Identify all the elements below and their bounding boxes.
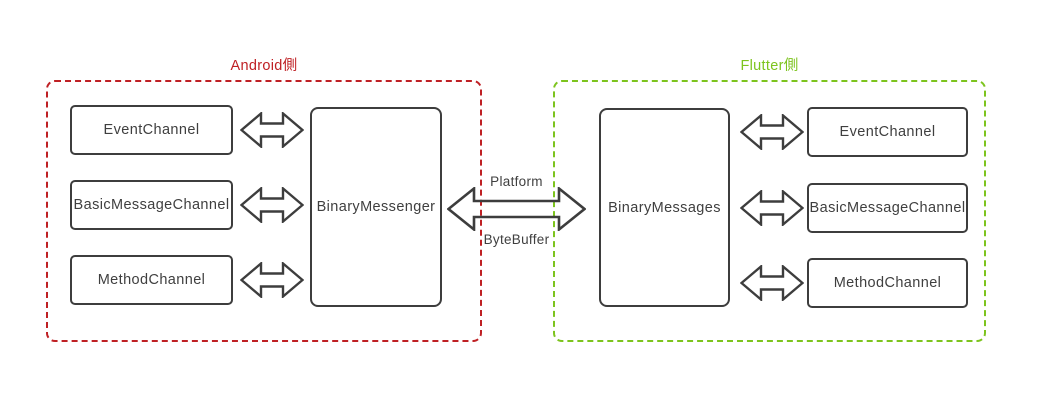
node-methodchannel-android: MethodChannel bbox=[70, 255, 233, 305]
node-eventchannel-android: EventChannel bbox=[70, 105, 233, 155]
node-binarymessages: BinaryMessages bbox=[599, 108, 730, 307]
node-basicmessagechannel-android: BasicMessageChannel bbox=[70, 180, 233, 230]
double-arrow-icon bbox=[740, 190, 804, 226]
android-region bbox=[46, 80, 482, 342]
bridge-label-bytebuffer: ByteBuffer bbox=[483, 232, 550, 247]
flutter-region-label: Flutter側 bbox=[740, 58, 799, 74]
node-binarymessenger: BinaryMessenger bbox=[310, 107, 442, 307]
bridge-label-platform: Platform bbox=[490, 174, 543, 189]
bridge-double-arrow-icon bbox=[447, 187, 586, 231]
double-arrow-icon bbox=[740, 265, 804, 301]
node-eventchannel-flutter: EventChannel bbox=[807, 107, 968, 157]
double-arrow-icon bbox=[740, 114, 804, 150]
android-region-label: Android側 bbox=[230, 58, 298, 74]
node-methodchannel-flutter: MethodChannel bbox=[807, 258, 968, 308]
flutter-region bbox=[553, 80, 986, 342]
double-arrow-icon bbox=[240, 187, 304, 223]
node-basicmessagechannel-flutter: BasicMessageChannel bbox=[807, 183, 968, 233]
double-arrow-icon bbox=[240, 112, 304, 148]
double-arrow-icon bbox=[240, 262, 304, 298]
